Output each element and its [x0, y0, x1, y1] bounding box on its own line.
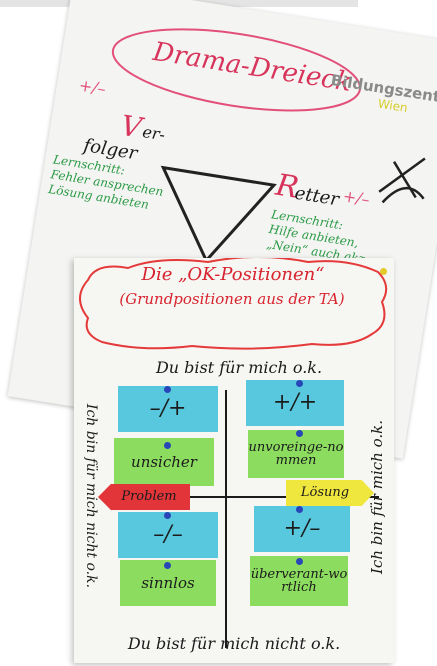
pushpin-icon [296, 380, 303, 387]
problem-arrow [98, 484, 190, 510]
bottom-axis-label: Du bist für mich nicht o.k. [127, 634, 341, 653]
sign-note-top-left: –/+ [118, 386, 218, 432]
sign-note-bottom-right: +/– [254, 506, 350, 552]
sign-note-top-right: +/+ [246, 380, 344, 426]
pushpin-icon [296, 430, 303, 437]
word-note-top-right: unvoreinge-nommen [248, 430, 344, 478]
right-axis-label: Ich bin für mich o.k. [368, 420, 386, 574]
top-axis-label: Du bist für mich o.k. [155, 358, 323, 377]
solution-arrow [286, 480, 374, 506]
left-axis-label: Ich bin für mich nicht o.k. [83, 403, 99, 589]
sign-note-bottom-left: –/– [118, 512, 218, 558]
drama-triangle-flipchart: Drama-Dreieck Bildungszentrum Wien +/– +… [7, 0, 437, 459]
pushpin-icon [380, 268, 387, 275]
problem-arrow-label: Problem [121, 489, 177, 504]
pushpin-icon [164, 386, 171, 393]
pushpin-icon [296, 506, 303, 513]
word-note-bottom-left: sinnlos [120, 560, 216, 606]
mark-left: +/– [77, 75, 108, 99]
pushpin-icon [164, 562, 171, 569]
pushpin-icon [164, 512, 171, 519]
verfolger-line1: er- [141, 122, 167, 145]
pushpin-icon [296, 558, 303, 565]
ok-title-line1: Die „OK-Positionen“ [141, 264, 325, 285]
pushpin-icon [164, 442, 171, 449]
ok-positions-flipchart: Die „OK-Positionen“ (Grundpositionen aus… [74, 258, 394, 663]
solution-arrow-label: Lösung [300, 485, 350, 500]
ok-title-line2: (Grundpositionen aus der TA) [119, 290, 345, 308]
mark-right: +/– [341, 186, 372, 210]
triangle-drawing [111, 28, 426, 264]
